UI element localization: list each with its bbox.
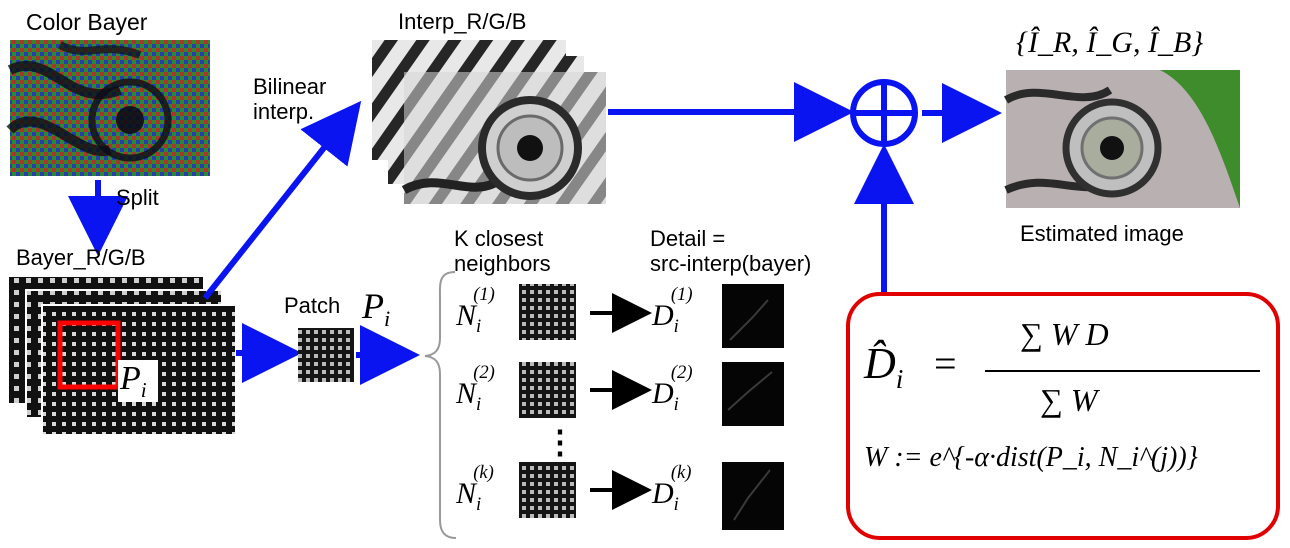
detail-symbol-2: Di(2) xyxy=(652,362,693,415)
split-label: Split xyxy=(116,185,159,210)
detail-patch-1 xyxy=(722,284,784,348)
neighbor-symbol-1: Ni(1) xyxy=(456,284,495,337)
bilinear-arrow xyxy=(202,100,362,300)
neighbor-patch-k xyxy=(519,462,576,518)
formula-weight: W := e^{-α·dist(P_i, N_i^(j))} xyxy=(864,442,1198,473)
patch-highlight-box xyxy=(57,320,121,390)
patch-symbol: Pi xyxy=(362,286,391,332)
sum-node xyxy=(850,79,918,147)
output-set-label: {Î_R, Î_G, Î_B} xyxy=(1016,26,1204,59)
detail-symbol-k: Di(k) xyxy=(652,462,692,515)
detail-label: Detail = src-interp(bayer) xyxy=(650,226,812,277)
bilinear-label: Bilinear interp. xyxy=(253,74,327,125)
patch-thumbnail xyxy=(298,328,354,382)
bayer-rgb-stack xyxy=(7,275,237,436)
neighbor-patch-2 xyxy=(519,362,576,418)
detail-symbol-1: Di(1) xyxy=(652,284,693,337)
detail-patch-k xyxy=(722,462,784,530)
formula-denominator: ∑ W xyxy=(1040,382,1098,418)
formula-numerator: ∑ W D xyxy=(1020,316,1109,352)
patch-symbol-in-bayer: Pi xyxy=(120,360,147,402)
k-closest-label: K closest neighbors xyxy=(454,226,551,277)
bayer-rgb-label: Bayer_R/G/B xyxy=(16,245,146,270)
neighbor-symbol-k: Ni(k) xyxy=(456,462,494,515)
patch-label: Patch xyxy=(284,293,341,318)
formula-box xyxy=(846,292,1280,540)
estimated-image-label: Estimated image xyxy=(1020,221,1184,246)
detail-patch-2 xyxy=(722,362,784,426)
interp-rgb-label: Interp_R/G/B xyxy=(398,9,527,34)
formula-lhs: D̂i xyxy=(864,339,904,394)
interp-rgb-stack xyxy=(372,40,606,204)
formula-equals: = xyxy=(934,341,957,386)
color-bayer-label: Color Bayer xyxy=(26,9,148,35)
vertical-ellipsis: ⋮ xyxy=(544,424,576,460)
neighbor-patch-1 xyxy=(519,284,576,340)
estimated-image xyxy=(1003,70,1240,208)
neighbors-brace xyxy=(424,271,457,539)
neighbor-symbol-2: Ni(2) xyxy=(456,362,495,415)
color-bayer-image xyxy=(6,40,210,176)
